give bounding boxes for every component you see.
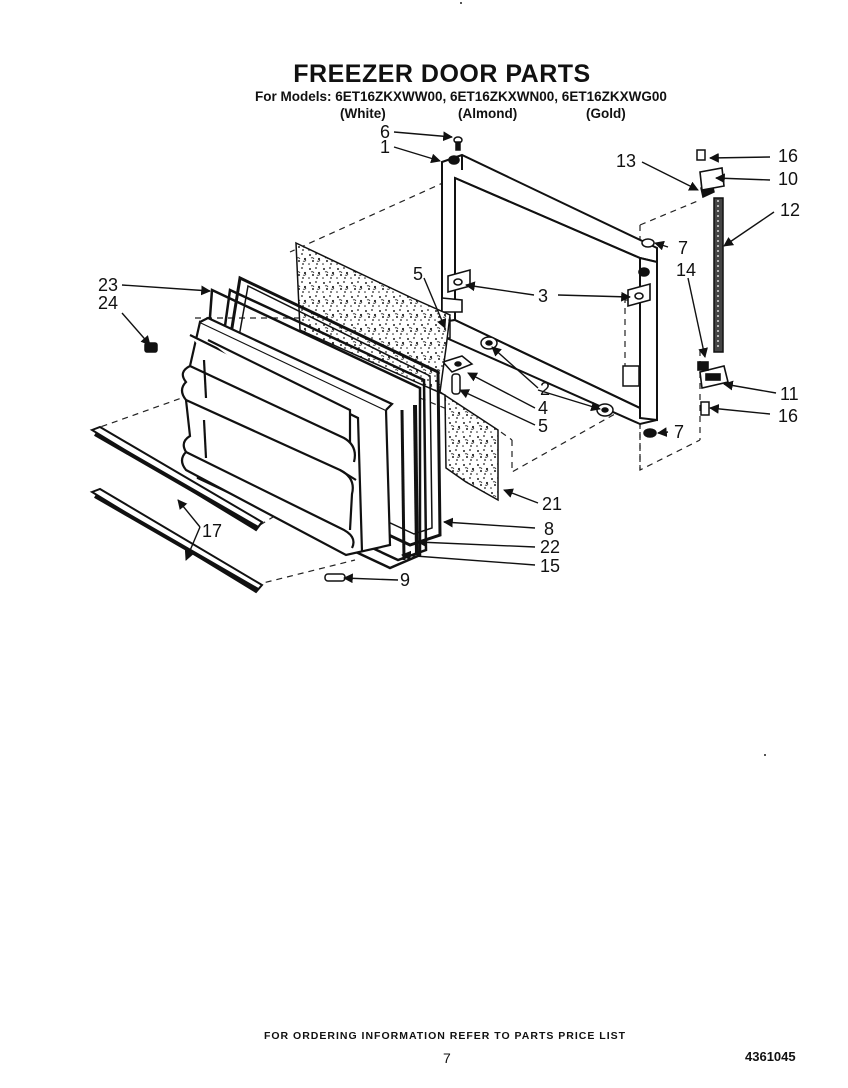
scan-speck xyxy=(764,754,766,756)
callout-6: 6 xyxy=(380,122,390,142)
stop-rod xyxy=(713,197,724,353)
callout-1: 1 xyxy=(380,137,390,157)
exploded-parts-diagram: 6 1 13 16 10 12 7 5 3 14 2 4 5 11 16 7 2… xyxy=(89,122,800,594)
door-shelves xyxy=(89,425,264,594)
callout-10: 10 xyxy=(778,169,798,189)
callout-8: 8 xyxy=(544,519,554,539)
callout-4: 4 xyxy=(538,398,548,418)
callout-5-upper: 5 xyxy=(413,264,423,284)
callout-17: 17 xyxy=(202,521,222,541)
callout-11: 11 xyxy=(780,384,799,404)
callout-16-bottom: 16 xyxy=(778,406,798,426)
models-line: For Models: 6ET16ZKXWW00, 6ET16ZKXWN00, … xyxy=(255,89,667,104)
callout-15: 15 xyxy=(540,556,560,576)
callout-13: 13 xyxy=(616,151,636,171)
callout-9: 9 xyxy=(400,570,410,590)
ordering-note: FOR ORDERING INFORMATION REFER TO PARTS … xyxy=(263,1030,627,1042)
callout-21: 21 xyxy=(542,494,562,514)
leader-lines xyxy=(121,131,777,584)
callout-23: 23 xyxy=(98,275,118,295)
document-number: 4361045 xyxy=(745,1049,796,1064)
diagram-title: FREEZER DOOR PARTS xyxy=(293,60,591,88)
callout-16-top: 16 xyxy=(778,146,798,166)
callout-5-lower: 5 xyxy=(538,416,548,436)
callout-24: 24 xyxy=(98,293,118,313)
variant-gold: (Gold) xyxy=(586,106,626,121)
callout-12: 12 xyxy=(780,200,800,220)
callout-2: 2 xyxy=(540,379,550,399)
variant-almond: (Almond) xyxy=(458,106,518,121)
hinge-brackets xyxy=(441,155,651,313)
callout-labels: 6 1 13 16 10 12 7 5 3 14 2 4 5 11 16 7 2… xyxy=(98,122,800,590)
callout-7-top: 7 xyxy=(678,238,688,258)
page-number: 7 xyxy=(443,1050,451,1066)
callout-3: 3 xyxy=(538,286,548,306)
callout-22: 22 xyxy=(540,537,560,557)
callout-14: 14 xyxy=(676,260,696,280)
callout-7-bottom: 7 xyxy=(674,422,684,442)
inner-door-liner xyxy=(180,316,394,557)
foam-insulation xyxy=(295,241,499,502)
variant-white: (White) xyxy=(340,106,386,121)
scan-speck xyxy=(460,2,462,4)
